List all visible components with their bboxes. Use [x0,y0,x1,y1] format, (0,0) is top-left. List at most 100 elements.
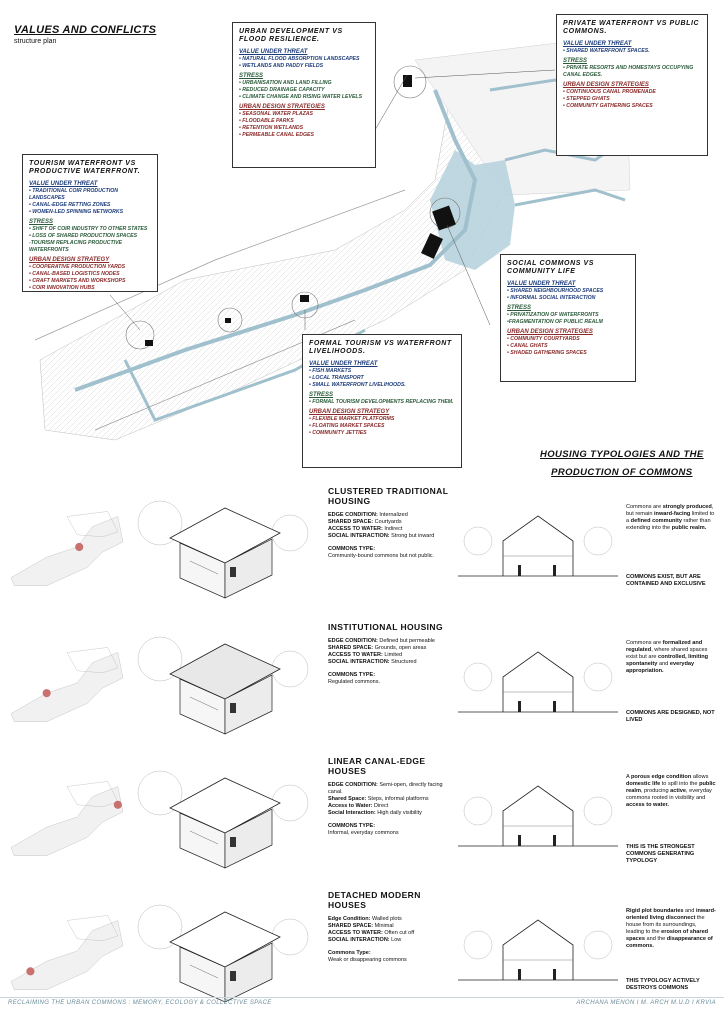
attribute-value: Limited [382,652,403,658]
tree [463,796,493,826]
tree [463,930,493,960]
description-fragment: Rigid plot boundaries [626,908,684,914]
attribute-line: Edge Condition: Walled plots [328,916,456,923]
hotspot-circle [217,307,243,333]
typology-verdict: THIS IS THE STRONGEST COMMONS GENERATING… [626,844,695,864]
description-fragment: disappearance of commons. [626,936,713,949]
building-block [145,340,153,346]
commons-type-value: Weak or disappearing commons [328,957,407,963]
wall [224,808,273,869]
axonometric-house-drawing [137,636,309,735]
figure [553,835,556,846]
strategy-label: URBAN DESIGN STRATEGY [29,257,110,263]
tree [583,662,613,692]
attribute-key: Access to Water: [328,803,373,809]
figure [553,969,556,980]
description-fragment: public realm. [671,525,707,531]
attribute-line: SOCIAL INTERACTION: Low [328,937,456,944]
typology-description: Commons are formalized and regulated, wh… [626,640,716,675]
list-item: • SHARED WATERFRONT SPACES. [563,48,650,54]
commons-type: Commons Type:Weak or disappearing common… [328,950,456,964]
figure [553,701,556,712]
attribute-value: Grounds, open areas [373,645,427,651]
list-item: • STEPPED GHATS [563,96,610,102]
list-item: • PRIVATE RESORTS AND HOMESTAYS OCCUPYIN… [563,65,694,78]
attribute-line: SHARED SPACE: Grounds, open areas [328,645,456,652]
housing-title-line: HOUSING TYPOLOGIES AND THE [540,449,704,460]
list-item: • PERMEABLE CANAL EDGES [239,132,314,138]
axonometric-house-drawing [137,770,309,869]
list-item: • SHARED NEIGHBOURHOOD SPACES [507,288,604,294]
attribute-key: Social Interaction: [328,810,376,816]
attribute-line: Access to Water: Direct [328,803,456,810]
axonometric-house-drawing [137,904,309,1003]
box-title: URBAN DEVELOPMENT VS FLOOD RESILIENCE. [239,28,343,43]
floor-line [189,964,219,979]
page-title: VALUES AND CONFLICTS [14,24,157,36]
site-locator-map [10,915,124,990]
strategy-label: URBAN DESIGN STRATEGY [309,409,390,415]
tree [137,770,183,816]
wall [224,674,273,735]
list-item: • COMMUNITY COURTYARDS [507,336,580,342]
footer-author: ARCHANA MENON I M. ARCH M.U.D I KRVIA [576,1000,716,1006]
building-block [225,318,231,323]
attribute-line: Social Interaction: High daily visibilit… [328,810,456,817]
attribute-line: EDGE CONDITION: Internalized [328,512,456,519]
stress-label: STRESS [309,392,334,398]
description-fragment: active [670,788,687,794]
description-fragment: porous edge condition [630,774,692,780]
wall [224,942,273,1003]
description-fragment: the house from its surroundings, leading… [626,915,705,935]
hotspot-circle [393,65,427,99]
figure [518,701,521,712]
list-item: • COMMUNITY GATHERING SPACES [563,103,653,109]
description-fragment: Commons are [626,504,663,510]
location-marker [42,689,51,698]
page-subtitle: structure plan [14,38,57,45]
description-fragment: , where shared spaces exist but are [626,647,708,660]
commons-type-value: Informal, everyday commons [328,830,399,836]
list-item: • REDUCED DRAINAGE CAPACITY [239,87,325,93]
locator-fabric [10,920,124,990]
footer: RECLAIMING THE URBAN COMMONS : MEMORY, E… [0,997,724,1011]
commons-type: COMMONS TYPE:Informal, everyday commons [328,823,456,837]
typology-description: A porous edge condition allows domestic … [626,774,716,809]
attribute-key: SHARED SPACE: [328,923,374,929]
attribute-key: EDGE CONDITION: [328,638,378,644]
value-label: VALUE UNDER THREAT [309,361,378,367]
box-urban-development: URBAN DEVELOPMENT VS FLOOD RESILIENCE. V… [232,22,376,168]
typology-description: Commons are strongly produced, but remai… [626,504,716,532]
locator-outline [66,647,119,674]
locator-fabric [10,516,124,586]
floor-line [189,696,219,711]
list-item: -TOURISM REPLACING PRODUCTIVE WATERFRONT… [29,240,122,253]
tree [583,526,613,556]
attribute-value: Courtyards [373,519,402,525]
description-fragment: strongly produced [662,504,712,510]
attribute-value: Internalized [377,512,408,518]
location-marker [26,967,35,976]
list-item: • LOSS OF SHARED PRODUCTION SPACES [29,233,138,239]
list-item: • COMMUNITY JETTIES [309,430,367,436]
description-fragment: and the [644,936,667,942]
tree [583,796,613,826]
description-fragment: Commons are [626,640,663,646]
box-title: SOCIAL COMMONS VS COMMUNITY LIFE [507,260,595,275]
attribute-value: Structured [389,659,417,665]
attribute-key: SOCIAL INTERACTION: [328,937,390,943]
attribute-line: EDGE CONDITION: Semi-open, directly faci… [328,782,456,796]
building-block [421,233,443,259]
backwater-lake [430,150,515,270]
stress-label: STRESS [29,219,54,225]
housing-title: HOUSING TYPOLOGIES AND THE PRODUCTION OF… [540,446,704,482]
description-fragment: controlled, limiting spontaneity [626,654,709,667]
stress-label: STRESS [563,58,588,64]
description-fragment: inward-oriented living disconnect [626,908,716,921]
building-block [403,75,412,87]
list-item: • CANAL GHATS [507,343,548,349]
description-fragment: , but remain [626,504,714,517]
attribute-line: SOCIAL INTERACTION: Strong but inward [328,533,456,540]
